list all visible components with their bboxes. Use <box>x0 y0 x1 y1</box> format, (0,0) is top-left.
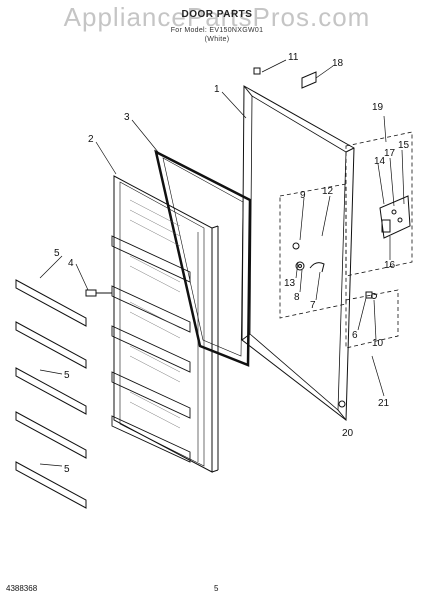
callout-14: 14 <box>374 156 386 167</box>
callout-5c: 5 <box>64 464 70 475</box>
callout-13: 13 <box>284 278 296 289</box>
screw-4 <box>85 289 112 297</box>
callout-20: 20 <box>342 428 354 439</box>
callout-19: 19 <box>372 102 384 113</box>
hinge-bracket <box>379 195 411 239</box>
lower-hinge-parts <box>365 291 377 299</box>
callout-1: 1 <box>214 84 220 95</box>
callout-8: 8 <box>294 292 300 303</box>
color-line: (White) <box>204 36 230 43</box>
callout-3: 3 <box>124 112 130 123</box>
watermark: AppliancePartsPros.com <box>63 2 371 32</box>
callout-18: 18 <box>332 58 344 69</box>
page-number: 5 <box>214 584 219 593</box>
callout-5a: 5 <box>54 248 60 259</box>
door-shelf-bars <box>15 279 87 509</box>
handle-parts <box>292 242 325 273</box>
callout-2: 2 <box>88 134 94 145</box>
inner-door-liner <box>111 175 219 473</box>
callout-15: 15 <box>398 140 410 151</box>
callout-11: 11 <box>288 52 299 63</box>
screw-11 <box>253 67 261 75</box>
hinge-group-box-21 <box>345 289 399 349</box>
part-18 <box>301 71 317 89</box>
callout-16: 16 <box>384 260 396 271</box>
model-line: For Model: EV150NXGW01 <box>170 27 264 34</box>
callout-7: 7 <box>310 300 316 311</box>
callout-4: 4 <box>68 258 74 269</box>
callout-9: 9 <box>300 190 306 201</box>
door-outer-panel <box>241 85 355 421</box>
plug-20 <box>338 400 346 408</box>
page-title: DOOR PARTS <box>181 9 253 20</box>
leader-lines <box>39 59 405 467</box>
callout-17: 17 <box>384 148 396 159</box>
callout-6: 6 <box>352 330 358 341</box>
callout-21: 21 <box>378 398 390 409</box>
document-number: 4388368 <box>6 584 38 593</box>
callout-5b: 5 <box>64 370 70 381</box>
callout-10: 10 <box>372 338 384 349</box>
handle-group-box-12 <box>279 183 347 319</box>
callout-12: 12 <box>322 186 334 197</box>
